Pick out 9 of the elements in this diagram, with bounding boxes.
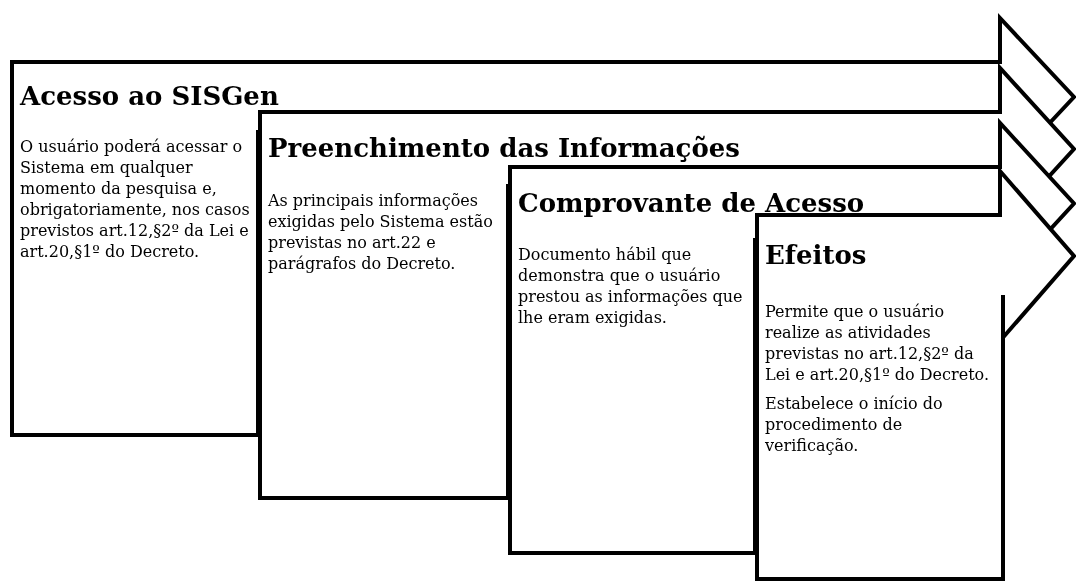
step-heading: Preenchimento das Informações	[268, 132, 740, 164]
step-heading: Efeitos	[765, 239, 867, 271]
description-text: Estabelece o início do procedimento de verificação.	[765, 393, 944, 456]
description-text: Documento hábil que demonstra que o usuário prestou as informações que lhe eram exigidas.	[518, 244, 744, 328]
description-text: As principais informações exigidas pelo Sistema estão previstas no art.22 e parágrafos do Decreto.	[268, 190, 494, 274]
description-text: O usuário poderá acessar o Sistema em qualquer momento da pesquisa e, obrigatoriamente, nos casos previstos art.12,§2º da Lei e art.20,§1º do Decreto.	[20, 136, 250, 262]
step-heading: Acesso ao SISGen	[20, 80, 279, 112]
description-text: Permite que o usuário realize as atividades previstas no art.12,§2º da Lei e art.20,§1º do Decreto.	[765, 301, 990, 385]
step-heading: Comprovante de Acesso	[518, 187, 865, 219]
